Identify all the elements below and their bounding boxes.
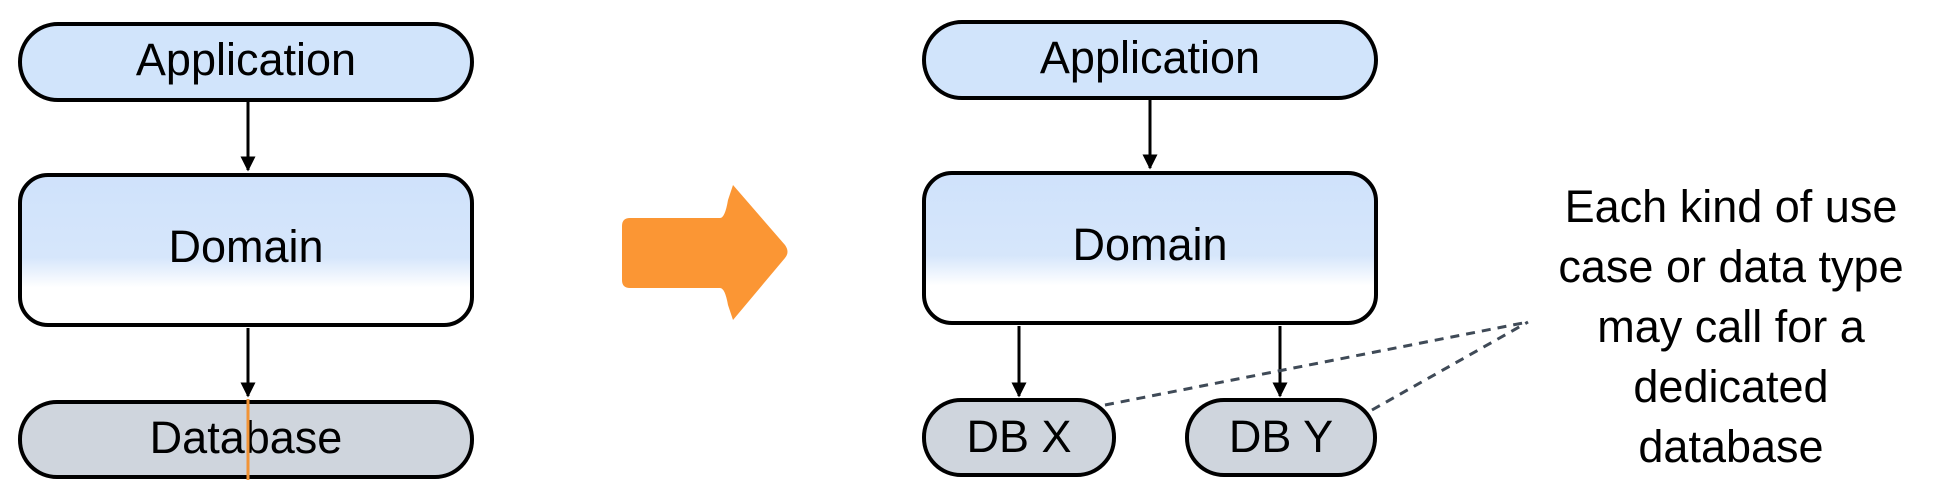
annotation-line-4: dedicated <box>1633 361 1828 412</box>
annotation: Each kind of use case or data type may c… <box>1558 181 1903 472</box>
domain-label: Domain <box>168 221 323 272</box>
annotation-line-3: may call for a <box>1597 301 1866 352</box>
domain-box <box>18 173 474 327</box>
before-stack: Application Domain Database <box>18 22 474 480</box>
database-label: Database <box>150 412 343 463</box>
annotation-line-5: database <box>1638 421 1823 472</box>
domain-label: Domain <box>1072 219 1227 270</box>
application-label: Application <box>1040 32 1260 83</box>
callout-dashed-line-db-x <box>1104 320 1529 407</box>
db-x-box <box>922 398 1116 477</box>
application-label: Application <box>136 34 356 85</box>
database-box <box>18 400 474 479</box>
db-x-label: DB X <box>966 411 1071 462</box>
annotation-line-1: Each kind of use <box>1565 181 1898 232</box>
application-box <box>18 22 474 102</box>
transition-arrow <box>622 185 788 320</box>
domain-box <box>922 171 1378 325</box>
application-box <box>922 20 1378 100</box>
after-stack: Application Domain DB X DB Y <box>922 20 1378 477</box>
db-y-box <box>1185 398 1377 477</box>
callout-dashed-line-db-y <box>1371 320 1529 412</box>
db-y-label: DB Y <box>1229 411 1333 462</box>
annotation-line-2: case or data type <box>1558 241 1903 292</box>
